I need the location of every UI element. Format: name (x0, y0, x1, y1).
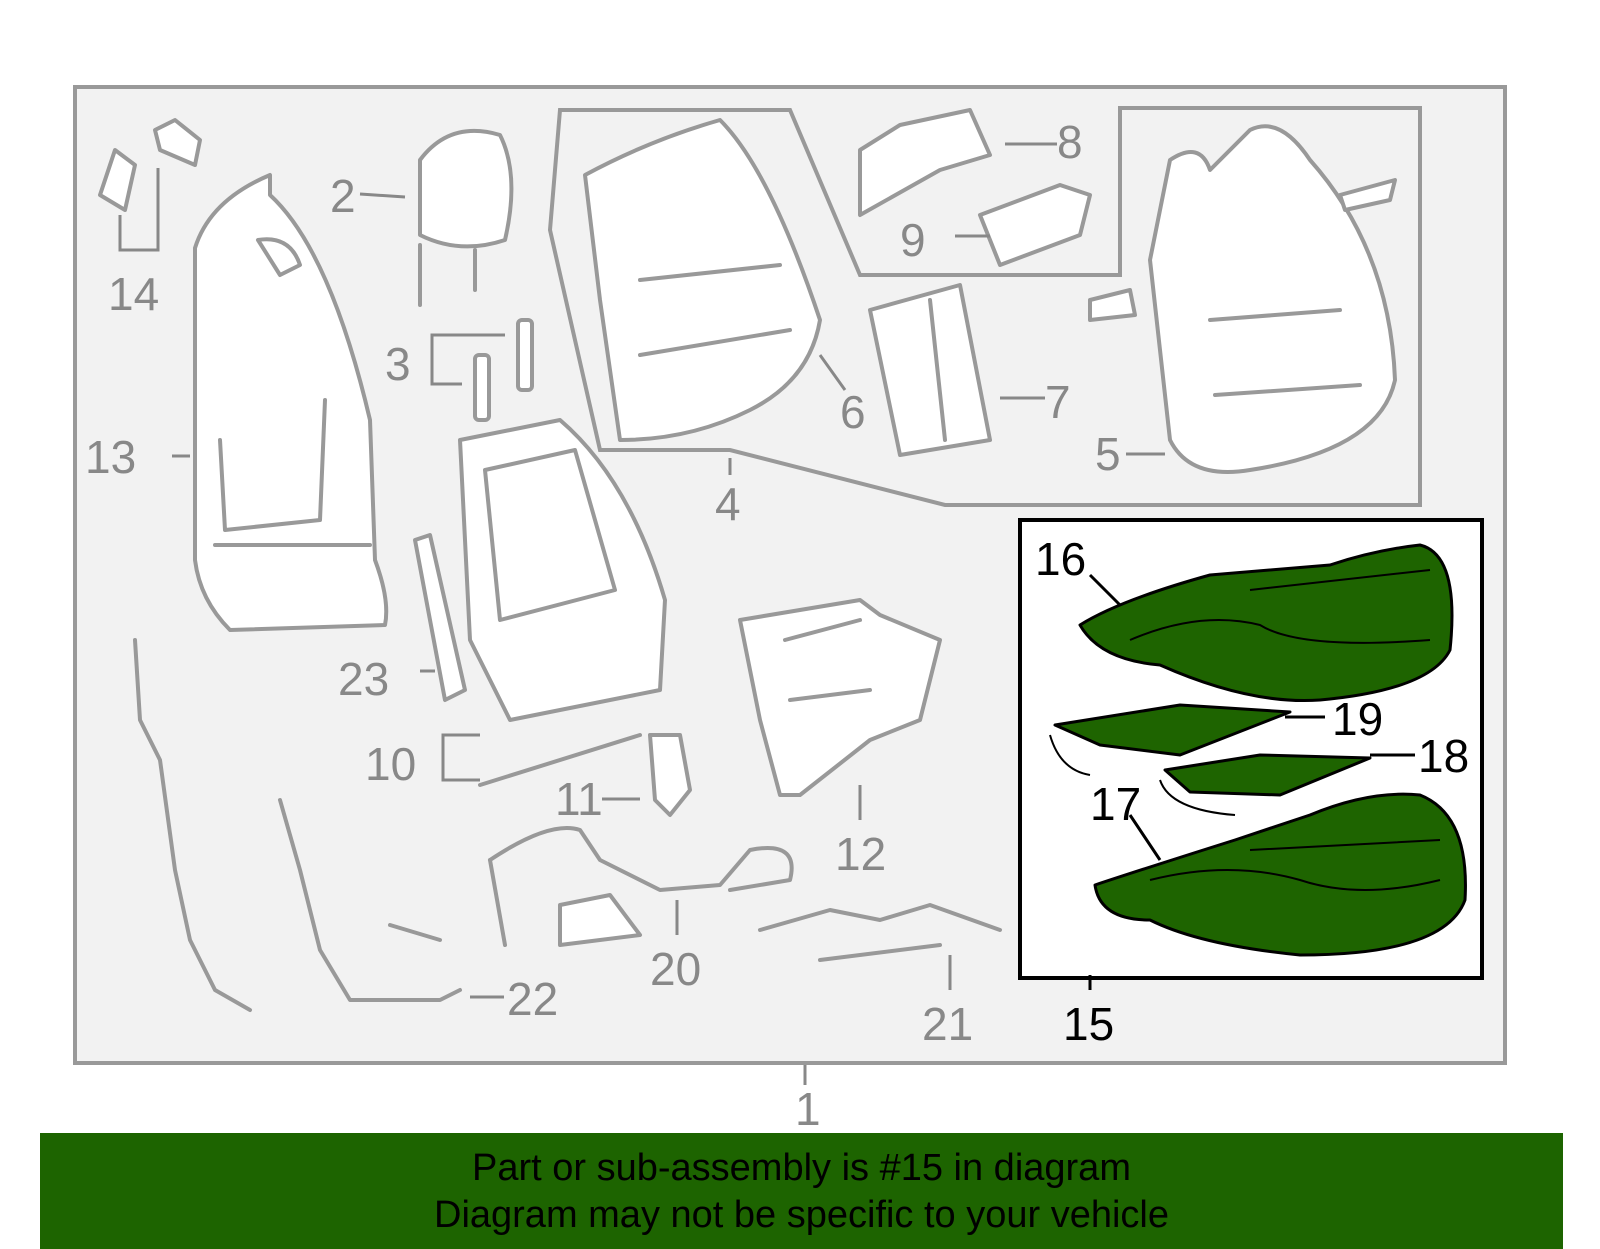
info-banner: Part or sub-assembly is #15 in diagram D… (40, 1133, 1563, 1249)
callout-2: 2 (330, 170, 356, 222)
leader-lines (172, 142, 1415, 1085)
callout-17: 17 (1090, 778, 1141, 830)
part-5-seat-back (1088, 124, 1397, 474)
part-11-motor (648, 733, 692, 817)
callout-7: 7 (1045, 376, 1071, 428)
part-10-rod (478, 733, 642, 787)
callout-15: 15 (1063, 998, 1114, 1050)
callout-12: 12 (835, 828, 886, 880)
part-back-frame (458, 418, 667, 722)
callout-16: 16 (1035, 533, 1086, 585)
subassembly-4-box (547, 106, 1422, 507)
callout-11: 11 (555, 773, 603, 825)
callout-20: 20 (650, 943, 701, 995)
part-22-harness (133, 638, 462, 1012)
part-16-cushion-cover (1078, 543, 1454, 703)
part-19-pad (1049, 703, 1292, 776)
banner-line-1: Part or sub-assembly is #15 in diagram (472, 1147, 1131, 1189)
part-18-pad (1159, 753, 1372, 816)
part-12-cushion-frame (738, 598, 942, 797)
callout-14: 14 (108, 268, 159, 320)
callout-22: 22 (507, 973, 558, 1025)
part-3-headrest-guides (473, 318, 534, 422)
part-17-cushion-pad (1093, 792, 1467, 957)
part-8-9-trim (858, 108, 1092, 267)
part-2-headrest (418, 128, 514, 307)
callout-19: 19 (1332, 693, 1383, 745)
callout-21: 21 (922, 998, 973, 1050)
callout-8: 8 (1057, 116, 1083, 168)
part-23-side-trim (413, 533, 467, 702)
part-21-harness (758, 903, 1002, 962)
part-14-trim-pieces (98, 118, 202, 252)
part-6-back-cover (583, 118, 822, 442)
callout-18: 18 (1418, 730, 1469, 782)
callout-3: 3 (385, 338, 411, 390)
callout-10: 10 (365, 738, 416, 790)
part-20-cable (488, 826, 794, 947)
banner-line-2: Diagram may not be specific to your vehi… (434, 1194, 1169, 1236)
callout-13: 13 (85, 431, 136, 483)
callout-6: 6 (840, 386, 866, 438)
callout-5: 5 (1095, 428, 1121, 480)
callout-23: 23 (338, 653, 389, 705)
callout-1: 1 (795, 1083, 821, 1135)
callout-4: 4 (715, 478, 741, 530)
part-7-pad (868, 283, 992, 457)
part-13-seatback-panel (193, 173, 389, 632)
callout-9: 9 (900, 214, 926, 266)
